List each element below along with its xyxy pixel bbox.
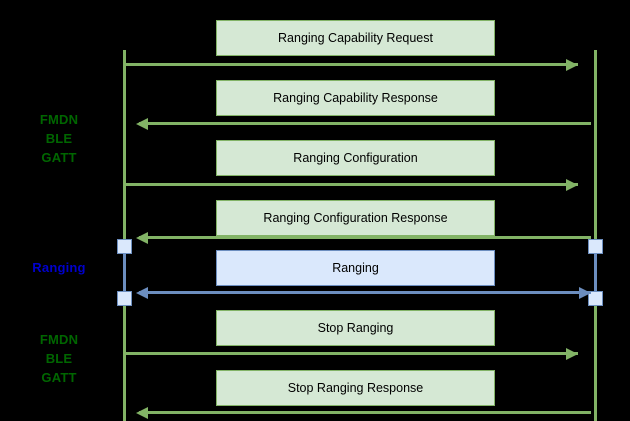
phase-label-ranging: Ranging [32,260,86,275]
arrow-line-ranging-configuration [126,183,578,186]
message-box-ranging-capability-request: Ranging Capability Request [216,20,495,56]
activation-node-left-bottom [117,291,132,306]
arrow-head-ranging-left [136,286,148,299]
activation-node-right-bottom [588,291,603,306]
arrow-line-ranging-configuration-response [139,236,591,239]
message-box-ranging-configuration: Ranging Configuration [216,140,495,176]
message-box-stop-ranging: Stop Ranging [216,310,495,346]
message-box-ranging-capability-response: Ranging Capability Response [216,80,495,116]
lifeline-left [123,50,126,421]
message-box-stop-ranging-response: Stop Ranging Response [216,370,495,406]
arrow-head-stop-ranging-response [136,406,148,419]
message-box-ranging-configuration-response: Ranging Configuration Response [216,200,495,236]
arrow-line-stop-ranging-response [139,411,591,414]
arrow-line-ranging-capability-response [139,122,591,125]
phase-label-fmdn-ble-gatt-bottom: FMDN BLE GATT [39,332,79,385]
arrow-head-ranging-capability-request [566,58,578,71]
activation-bar-right [594,246,597,298]
arrow-head-ranging-capability-response [136,117,148,130]
activation-bar-left [123,246,126,298]
activation-node-right-top [588,239,603,254]
phase-label-fmdn-ble-gatt-top: FMDN BLE GATT [39,112,79,165]
arrow-line-ranging [139,291,591,294]
lifeline-right [594,50,597,421]
arrow-line-stop-ranging [126,352,578,355]
arrow-head-stop-ranging [566,347,578,360]
arrow-line-ranging-capability-request [126,63,578,66]
message-box-ranging: Ranging [216,250,495,286]
activation-node-left-top [117,239,132,254]
arrow-head-ranging-configuration-response [136,231,148,244]
arrow-head-ranging-configuration [566,178,578,191]
arrow-head-ranging-right [579,286,591,299]
